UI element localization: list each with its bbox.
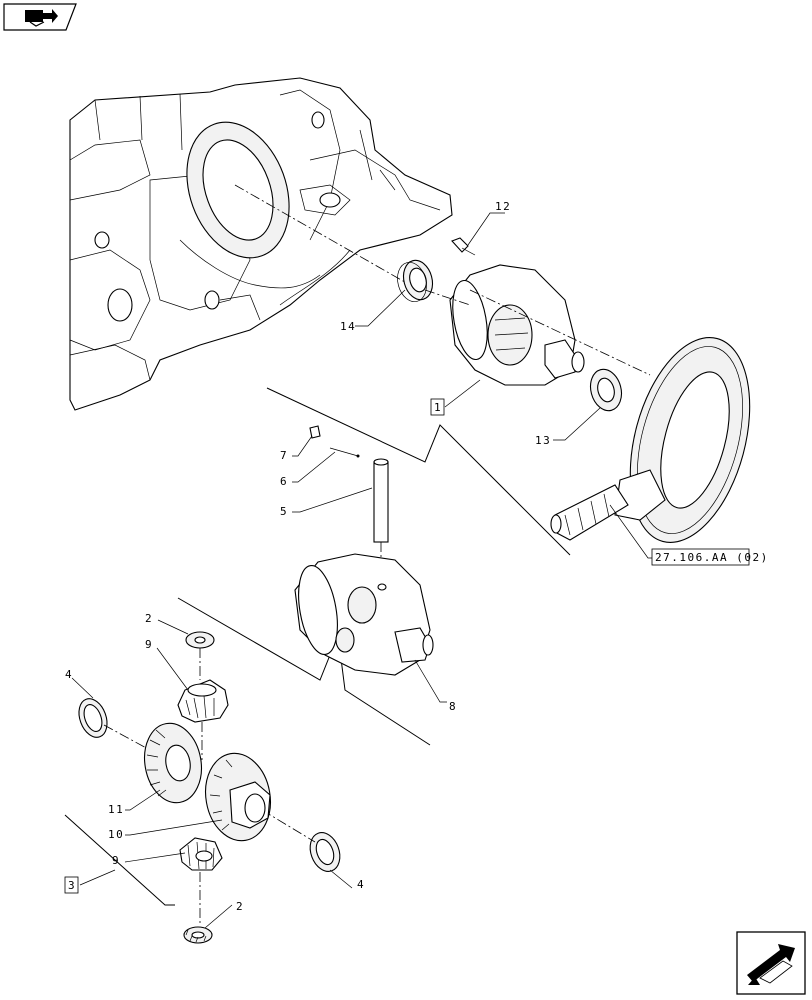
callout-3: 3 xyxy=(64,869,116,894)
callout-7: 7 xyxy=(280,435,313,462)
callout-6: 6 xyxy=(280,451,336,488)
svg-text:2: 2 xyxy=(236,900,244,913)
callout-9-bottom: 9 xyxy=(112,852,186,867)
planet-gear-11 xyxy=(144,722,202,804)
side-gear-9-top xyxy=(177,679,229,760)
callout-2-top: 2 xyxy=(145,612,189,635)
callout-4-right: 4 xyxy=(329,869,365,891)
back-tab-button[interactable] xyxy=(3,3,77,31)
callout-13: 13 xyxy=(535,407,601,447)
svg-text:11: 11 xyxy=(108,803,124,816)
thrust-washer-4-left xyxy=(78,698,151,751)
svg-text:1: 1 xyxy=(434,401,442,414)
svg-text:3: 3 xyxy=(68,879,76,892)
bearing-13 xyxy=(589,368,623,412)
side-gear-9-bottom xyxy=(179,837,223,925)
svg-text:4: 4 xyxy=(357,878,365,891)
svg-text:13: 13 xyxy=(535,434,551,447)
arrow-right-icon xyxy=(747,944,795,985)
svg-text:9: 9 xyxy=(145,638,153,651)
planet-gear-10 xyxy=(205,752,271,842)
callout-9-top: 9 xyxy=(145,638,189,691)
differential-assembly-top xyxy=(424,264,651,386)
callout-5: 5 xyxy=(280,487,373,518)
svg-text:8: 8 xyxy=(449,700,457,713)
thrust-washer-4-right xyxy=(261,809,341,872)
callout-11: 11 xyxy=(108,789,161,816)
washer-2-top xyxy=(185,631,215,680)
callout-10: 10 xyxy=(108,819,223,841)
washer-2-bottom xyxy=(183,926,213,944)
svg-text:12: 12 xyxy=(495,200,511,213)
callout-4-left: 4 xyxy=(65,668,94,699)
svg-text:2: 2 xyxy=(145,612,153,625)
book-arrow-icon xyxy=(25,9,58,27)
differential-housing-8 xyxy=(294,553,434,676)
callout-8: 8 xyxy=(414,659,457,713)
svg-text:10: 10 xyxy=(108,828,124,841)
callout-1: 1 xyxy=(430,379,481,416)
ring-gear-pinion xyxy=(550,337,751,543)
callout-12: 12 xyxy=(467,200,511,246)
svg-text:7: 7 xyxy=(280,449,288,462)
svg-text:6: 6 xyxy=(280,475,288,488)
callout-14: 14 xyxy=(340,289,406,333)
svg-text:27.106.AA (02): 27.106.AA (02) xyxy=(655,551,769,564)
bolt-12 xyxy=(451,237,476,256)
callout-2-bottom: 2 xyxy=(204,900,244,929)
pin-parts xyxy=(309,425,389,590)
callout-ref: 27.106.AA (02) xyxy=(609,504,769,566)
svg-text:14: 14 xyxy=(340,320,356,333)
next-page-button[interactable] xyxy=(736,931,806,995)
transmission-housing xyxy=(69,77,453,411)
seal-14 xyxy=(397,259,434,303)
svg-text:4: 4 xyxy=(65,668,73,681)
svg-text:5: 5 xyxy=(280,505,288,518)
svg-text:9: 9 xyxy=(112,854,120,867)
